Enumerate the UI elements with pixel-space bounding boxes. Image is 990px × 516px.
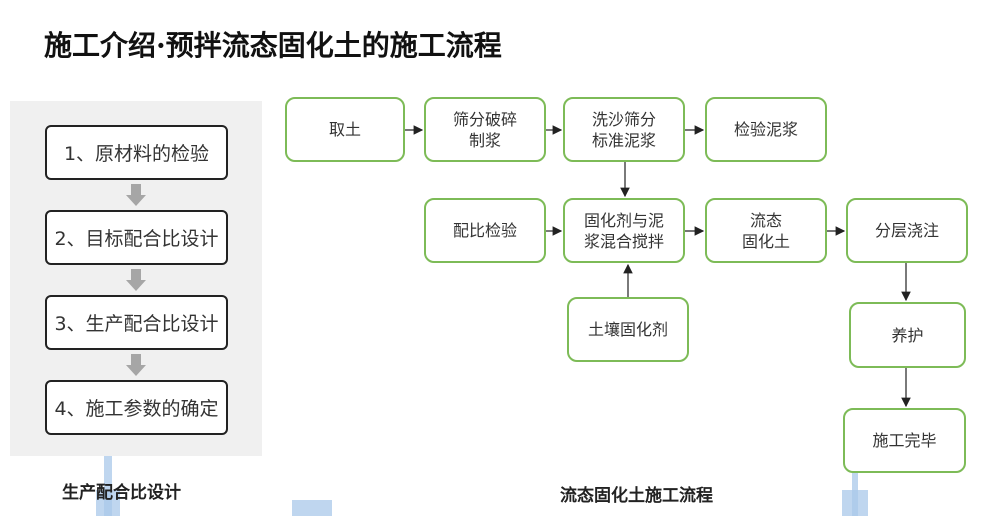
watermark-building (104, 456, 112, 516)
node-label: 检验泥浆 (733, 120, 798, 139)
node-qutu: 取土 (285, 97, 405, 162)
node-label: 流态 固化土 (741, 210, 790, 251)
node-label: 养护 (891, 325, 924, 345)
node-label: 配比检验 (452, 221, 517, 240)
node-liutai: 流态 固化土 (705, 198, 827, 263)
watermark-building (842, 490, 868, 516)
node-label: 土壤固化剂 (587, 320, 668, 339)
watermark-building (96, 490, 120, 516)
node-label: 固化剂与泥 浆混合搅拌 (583, 210, 664, 251)
down-arrow-icon (126, 184, 146, 206)
left-caption: 生产配合比设计 (62, 483, 181, 503)
node-yanghu: 养护 (849, 302, 966, 368)
down-arrow-icon (126, 269, 146, 291)
watermark-building (292, 500, 332, 516)
down-arrow-icon (126, 354, 146, 376)
page-title: 施工介绍·预拌流态固化土的施工流程 (44, 29, 502, 62)
step-2: 2、目标配合比设计 (45, 210, 228, 265)
node-label: 施工完毕 (872, 431, 937, 450)
node-hunhe: 固化剂与泥 浆混合搅拌 (563, 198, 685, 263)
node-wanbi: 施工完毕 (843, 408, 966, 473)
node-xisha: 洗沙筛分 标准泥浆 (563, 97, 685, 162)
node-label: 筛分破碎 制浆 (452, 109, 517, 150)
node-label: 洗沙筛分 标准泥浆 (591, 109, 656, 150)
step-1: 1、原材料的检验 (45, 125, 228, 180)
node-fenceng: 分层浇注 (846, 198, 968, 263)
node-jianyan: 检验泥浆 (705, 97, 827, 162)
flow-caption: 流态固化土施工流程 (560, 486, 713, 506)
node-label: 分层浇注 (874, 221, 939, 240)
step-4: 4、施工参数的确定 (45, 380, 228, 435)
node-turang: 土壤固化剂 (567, 297, 689, 362)
step-3: 3、生产配合比设计 (45, 295, 228, 350)
node-label: 取土 (328, 120, 361, 139)
node-peibi: 配比检验 (424, 198, 546, 263)
node-shaifen: 筛分破碎 制浆 (424, 97, 546, 162)
